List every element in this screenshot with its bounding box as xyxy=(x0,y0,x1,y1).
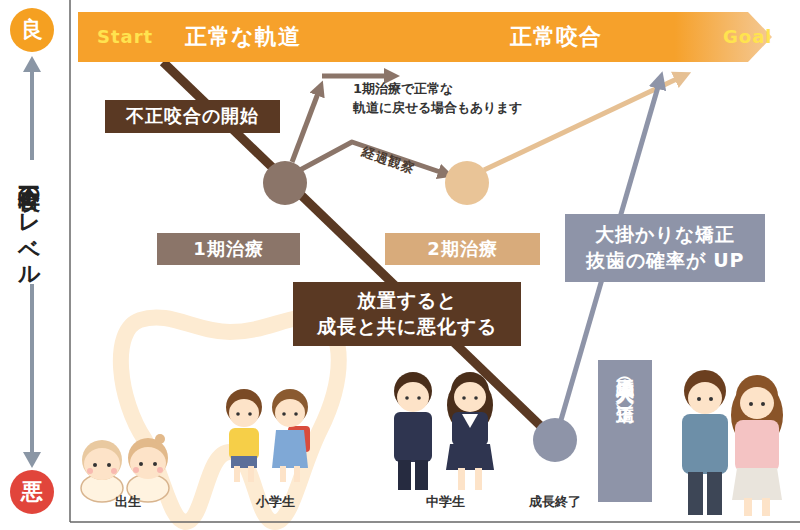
axis-arrow-head xyxy=(23,56,41,72)
stage-box: 不正咬合の開始 xyxy=(105,100,280,133)
trajectory-band: Start 正常な軌道 正常咬合 Goal xyxy=(78,12,772,62)
adult-figure xyxy=(682,370,728,515)
student-figure xyxy=(394,372,432,490)
band-arrow xyxy=(78,12,772,62)
frame-line xyxy=(69,0,71,522)
baby-figure xyxy=(81,440,123,502)
box-text: 大掛かりな矯正 抜歯の確率が UP xyxy=(565,222,765,273)
band-text: 正常咬合 xyxy=(510,12,602,62)
child-figure xyxy=(272,389,310,482)
return-arrow xyxy=(292,88,320,162)
treatment-box: 1期治療 xyxy=(157,233,300,265)
return-arrow xyxy=(322,74,392,79)
rating-text: 良 xyxy=(21,15,44,45)
box-text: 2期治療 xyxy=(427,237,498,261)
age-label: 成長終了 xyxy=(515,493,595,511)
stage-circle xyxy=(533,418,577,462)
stage-circle xyxy=(263,161,307,205)
box-text: 成人矯正 （大人の矯正） xyxy=(614,365,637,497)
axis-title: 不正咬合のレベル xyxy=(20,160,44,284)
rating-circle: 良 xyxy=(10,8,54,52)
adult-treatment-box: 成人矯正 （大人の矯正） xyxy=(598,360,652,502)
band-text: Goal xyxy=(723,12,772,62)
arrow-label: 経過観察 xyxy=(359,143,418,178)
note-text: 1期治療で正常な 軌道に戻せる場合もあります xyxy=(353,80,539,118)
age-label: 中学生 xyxy=(405,493,485,511)
student-figure xyxy=(446,372,494,490)
stage-circle xyxy=(445,161,489,205)
rating-text: 悪 xyxy=(21,477,44,507)
adult-figure xyxy=(731,375,783,516)
treatment-box: 2期治療 xyxy=(385,233,540,265)
box-text: 1期治療 xyxy=(193,237,264,261)
band-text: 正常な軌道 xyxy=(185,12,301,62)
tooth-watermark xyxy=(121,317,339,522)
band-shape xyxy=(78,12,772,62)
child-figure xyxy=(226,389,262,482)
baby-figure xyxy=(127,434,169,502)
age-label: 出生 xyxy=(88,493,168,511)
note-box: 大掛かりな矯正 抜歯の確率が UP xyxy=(565,214,765,282)
rating-circle: 悪 xyxy=(10,470,54,514)
band-text: Start xyxy=(97,12,153,62)
age-label: 小学生 xyxy=(235,493,315,511)
frame-line xyxy=(70,521,800,523)
warning-box: 放置すると 成長と共に悪化する xyxy=(293,282,521,346)
box-text: 不正咬合の開始 xyxy=(126,104,259,128)
axis-arrow-head xyxy=(23,452,41,468)
box-text: 放置すると 成長と共に悪化する xyxy=(293,288,521,339)
phase2-arrow xyxy=(484,76,683,170)
